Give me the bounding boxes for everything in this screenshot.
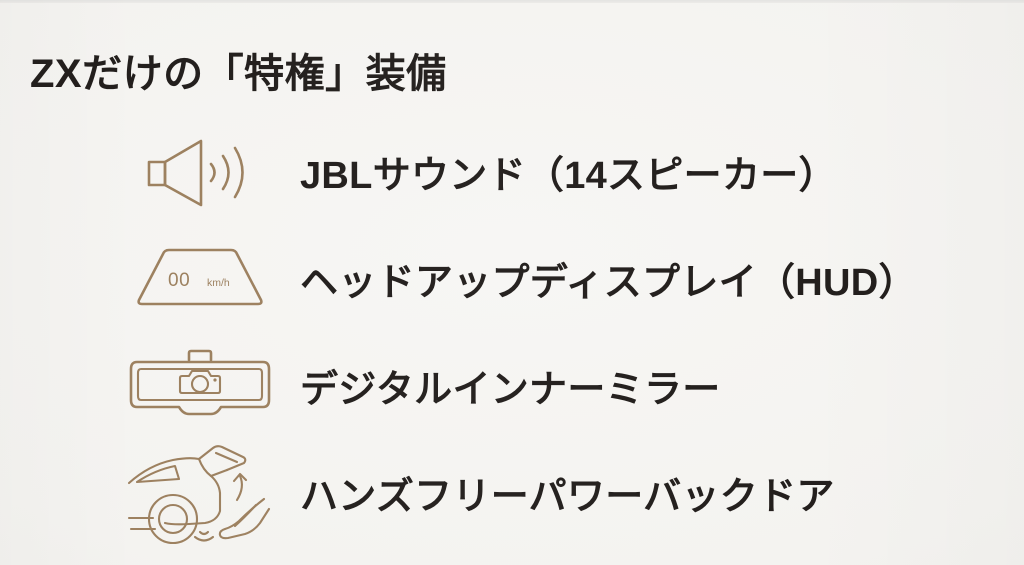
feature-row: 00 km/h ヘッドアップディスプレイ（HUD） bbox=[0, 225, 1024, 332]
hands-free-power-back-door-icon bbox=[105, 443, 295, 544]
feature-label: ハンズフリーパワーバックドア bbox=[300, 476, 835, 518]
page-title: ZXだけの「特権」装備 bbox=[30, 51, 447, 96]
feature-label: ヘッドアップディスプレイ（HUD） bbox=[300, 262, 917, 304]
top-edge-hairline bbox=[0, 0, 1024, 3]
feature-label: デジタルインナーミラー bbox=[300, 369, 721, 411]
feature-row: ハンズフリーパワーバックドア bbox=[0, 439, 1024, 546]
feature-label: JBLサウンド（14スピーカー） bbox=[300, 155, 837, 197]
hud-readout-value: 00 bbox=[168, 270, 190, 291]
feature-row: JBLサウンド（14スピーカー） bbox=[0, 118, 1024, 225]
head-up-display-icon: 00 km/h bbox=[105, 246, 295, 312]
hud-readout-unit: km/h bbox=[207, 277, 230, 289]
feature-list: JBLサウンド（14スピーカー） 00 km/h ヘッドアップディスプレイ（HU… bbox=[0, 118, 1024, 546]
digital-rearview-mirror-icon bbox=[105, 349, 295, 422]
speaker-sound-icon bbox=[105, 135, 295, 209]
feature-row: デジタルインナーミラー bbox=[0, 332, 1024, 439]
